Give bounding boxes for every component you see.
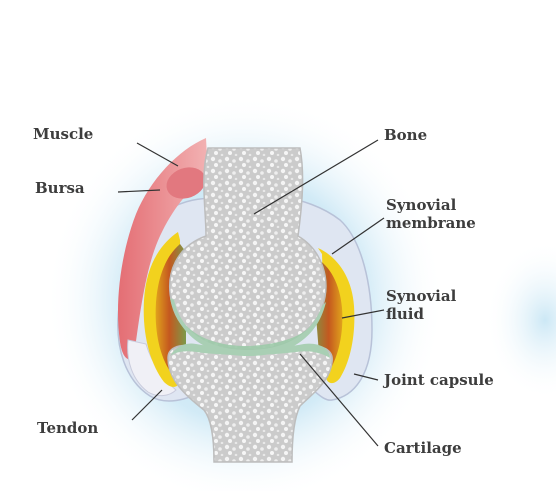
label-cartilage: Cartilage [384, 440, 462, 457]
label-bursa: Bursa [35, 180, 85, 197]
label-synovial-membrane-line2: membrane [386, 215, 476, 232]
label-synovial-fluid-line2: fluid [386, 306, 424, 323]
label-muscle: Muscle [33, 126, 93, 143]
label-bone: Bone [384, 127, 427, 144]
background-glow-right [485, 240, 556, 400]
label-synovial-fluid-line1: Synovial [386, 288, 456, 305]
label-tendon: Tendon [37, 420, 98, 437]
label-joint-capsule: Joint capsule [384, 372, 494, 389]
label-synovial-membrane-line1: Synovial [386, 197, 456, 214]
